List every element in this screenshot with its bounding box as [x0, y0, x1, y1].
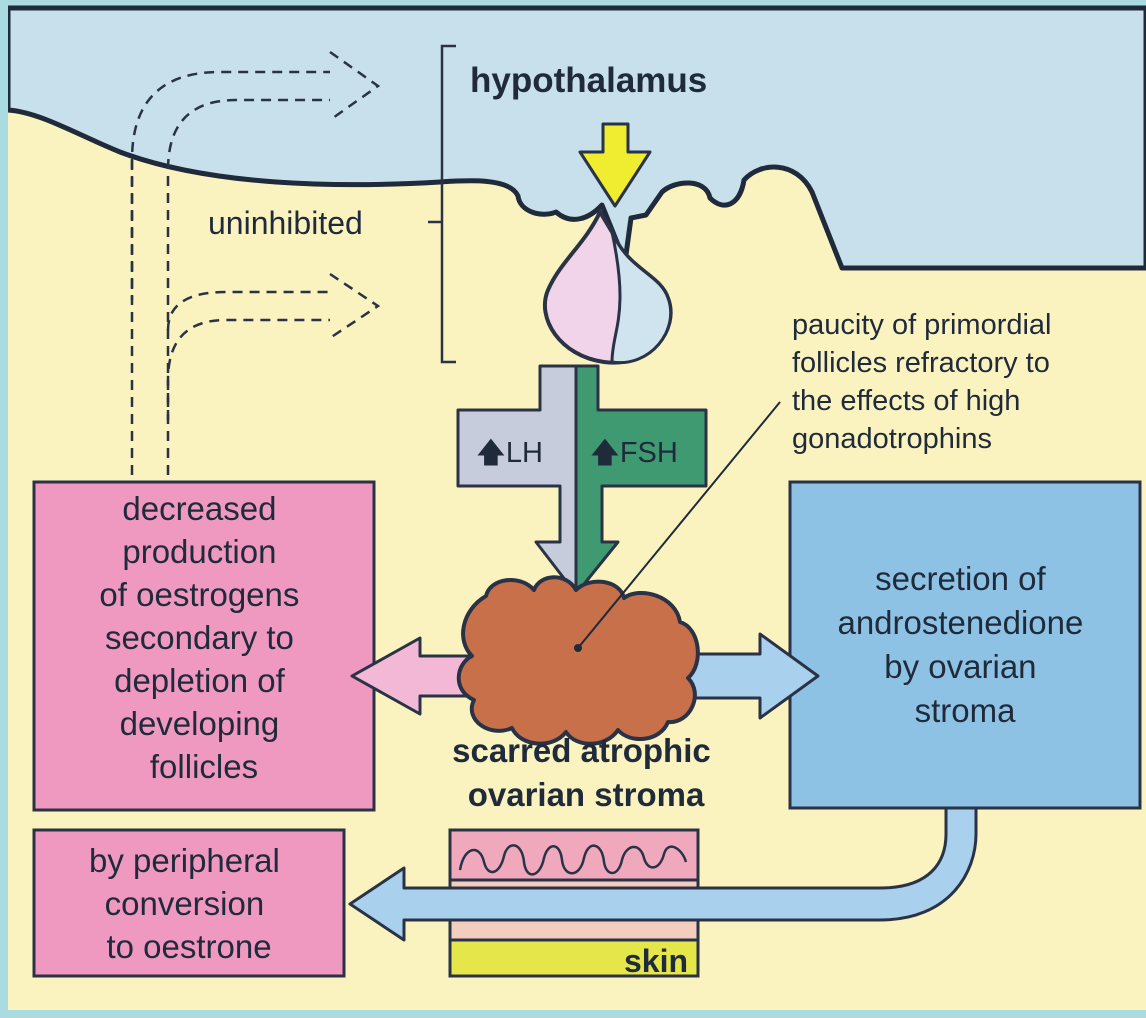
oestrogen-line-3: of oestrogens — [99, 576, 299, 613]
hypothalamus-label: hypothalamus — [470, 61, 707, 100]
androstenedione-line-1: secretion of — [875, 560, 1046, 597]
ovary-label-line-1: scarred atrophic — [452, 732, 711, 769]
ovary-label-line-2: ovarian stroma — [468, 776, 705, 813]
oestrogen-line-7: follicles — [150, 748, 258, 785]
annotation-line-2: follicles refractory to — [792, 347, 1050, 379]
uninhibited-label: uninhibited — [208, 205, 363, 241]
androstenedione-box — [790, 482, 1140, 808]
svg-text:🡅LH: 🡅LH — [476, 437, 543, 469]
oestrone-line-3: to oestrone — [106, 928, 271, 965]
ovary — [459, 577, 698, 744]
left-frame — [0, 0, 8, 1018]
annotation-line-1: paucity of primordial — [792, 309, 1052, 341]
oestrone-line-2: conversion — [105, 885, 265, 922]
oestrone-line-1: by peripheral — [89, 842, 280, 879]
skin-label: skin — [624, 943, 688, 979]
lh-label: LH — [506, 437, 543, 469]
oestrogen-box-text: decreased production of oestrogens secon… — [99, 490, 308, 785]
annotation-line-3: the effects of high — [792, 385, 1020, 417]
androstenedione-line-4: stroma — [915, 692, 1017, 729]
androstenedione-line-3: by ovarian — [884, 648, 1036, 685]
fsh-label: FSH — [620, 437, 678, 469]
oestrogen-line-6: developing — [120, 705, 280, 742]
lh-up-glyph: 🡅 — [476, 437, 506, 469]
annotation-line-4: gonadotrophins — [792, 423, 992, 455]
oestrogen-line-4: secondary to — [105, 619, 294, 656]
oestrogen-line-1: decreased — [122, 490, 276, 527]
annotation-leader-dot — [574, 644, 582, 652]
oestrogen-line-2: production — [122, 533, 276, 570]
fsh-up-glyph: 🡅 — [590, 437, 620, 469]
androstenedione-line-2: androstenedione — [837, 604, 1083, 641]
oestrogen-line-5: depletion of — [114, 662, 285, 699]
svg-text:🡅FSH: 🡅FSH — [590, 437, 678, 469]
oestrone-box-text: by peripheral conversion to oestrone — [89, 842, 289, 965]
